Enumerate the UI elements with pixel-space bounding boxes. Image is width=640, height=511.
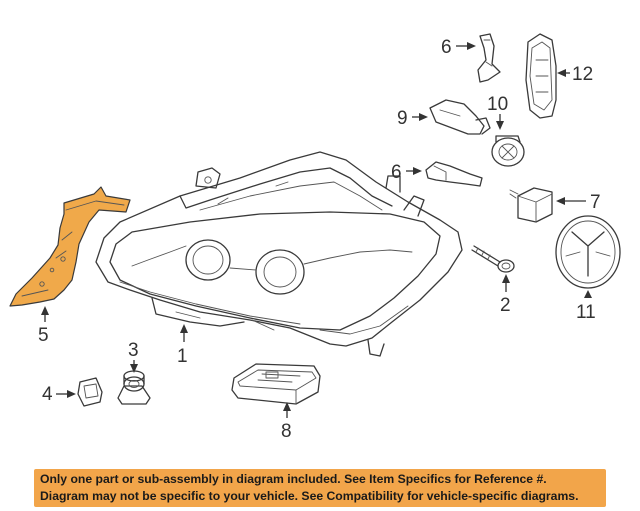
part-6-cover[interactable] <box>425 161 483 187</box>
callout-10: 10 <box>487 94 508 115</box>
callout-6-middle: 6 <box>391 162 402 183</box>
callout-8: 8 <box>281 421 292 442</box>
part-12-lamp-shell[interactable] <box>525 33 557 119</box>
callout-4: 4 <box>42 384 53 405</box>
part-1-headlight-assembly[interactable] <box>95 151 463 357</box>
callout-11: 11 <box>576 302 596 323</box>
headlight-exploded-diagram: 1 2 3 4 5 6 6 7 8 9 <box>9 33 621 442</box>
disclaimer-line-1: Only one part or sub-assembly in diagram… <box>40 472 547 486</box>
part-4-clip[interactable] <box>77 377 103 407</box>
disclaimer-banner: Only one part or sub-assembly in diagram… <box>34 469 606 507</box>
part-2-bolt[interactable] <box>471 245 515 273</box>
callout-9: 9 <box>397 108 408 129</box>
part-9-bulb[interactable] <box>429 99 491 135</box>
callout-5: 5 <box>38 325 49 346</box>
disclaimer-line-2: Diagram may not be specific to your vehi… <box>40 489 579 503</box>
callout-7: 7 <box>590 192 601 213</box>
part-10-bulb-socket[interactable] <box>491 135 525 167</box>
callout-3: 3 <box>128 340 139 361</box>
part-6-socket-top[interactable] <box>477 33 501 83</box>
part-7-igniter[interactable] <box>509 187 553 223</box>
part-3-adjuster[interactable] <box>117 370 151 405</box>
callout-6-top: 6 <box>441 37 452 58</box>
callout-2: 2 <box>500 295 511 316</box>
callout-1: 1 <box>177 346 188 367</box>
part-11-cap[interactable] <box>555 215 621 289</box>
part-5-bracket[interactable] <box>9 186 131 307</box>
part-8-control-module[interactable] <box>231 363 321 405</box>
callout-12: 12 <box>572 64 593 85</box>
